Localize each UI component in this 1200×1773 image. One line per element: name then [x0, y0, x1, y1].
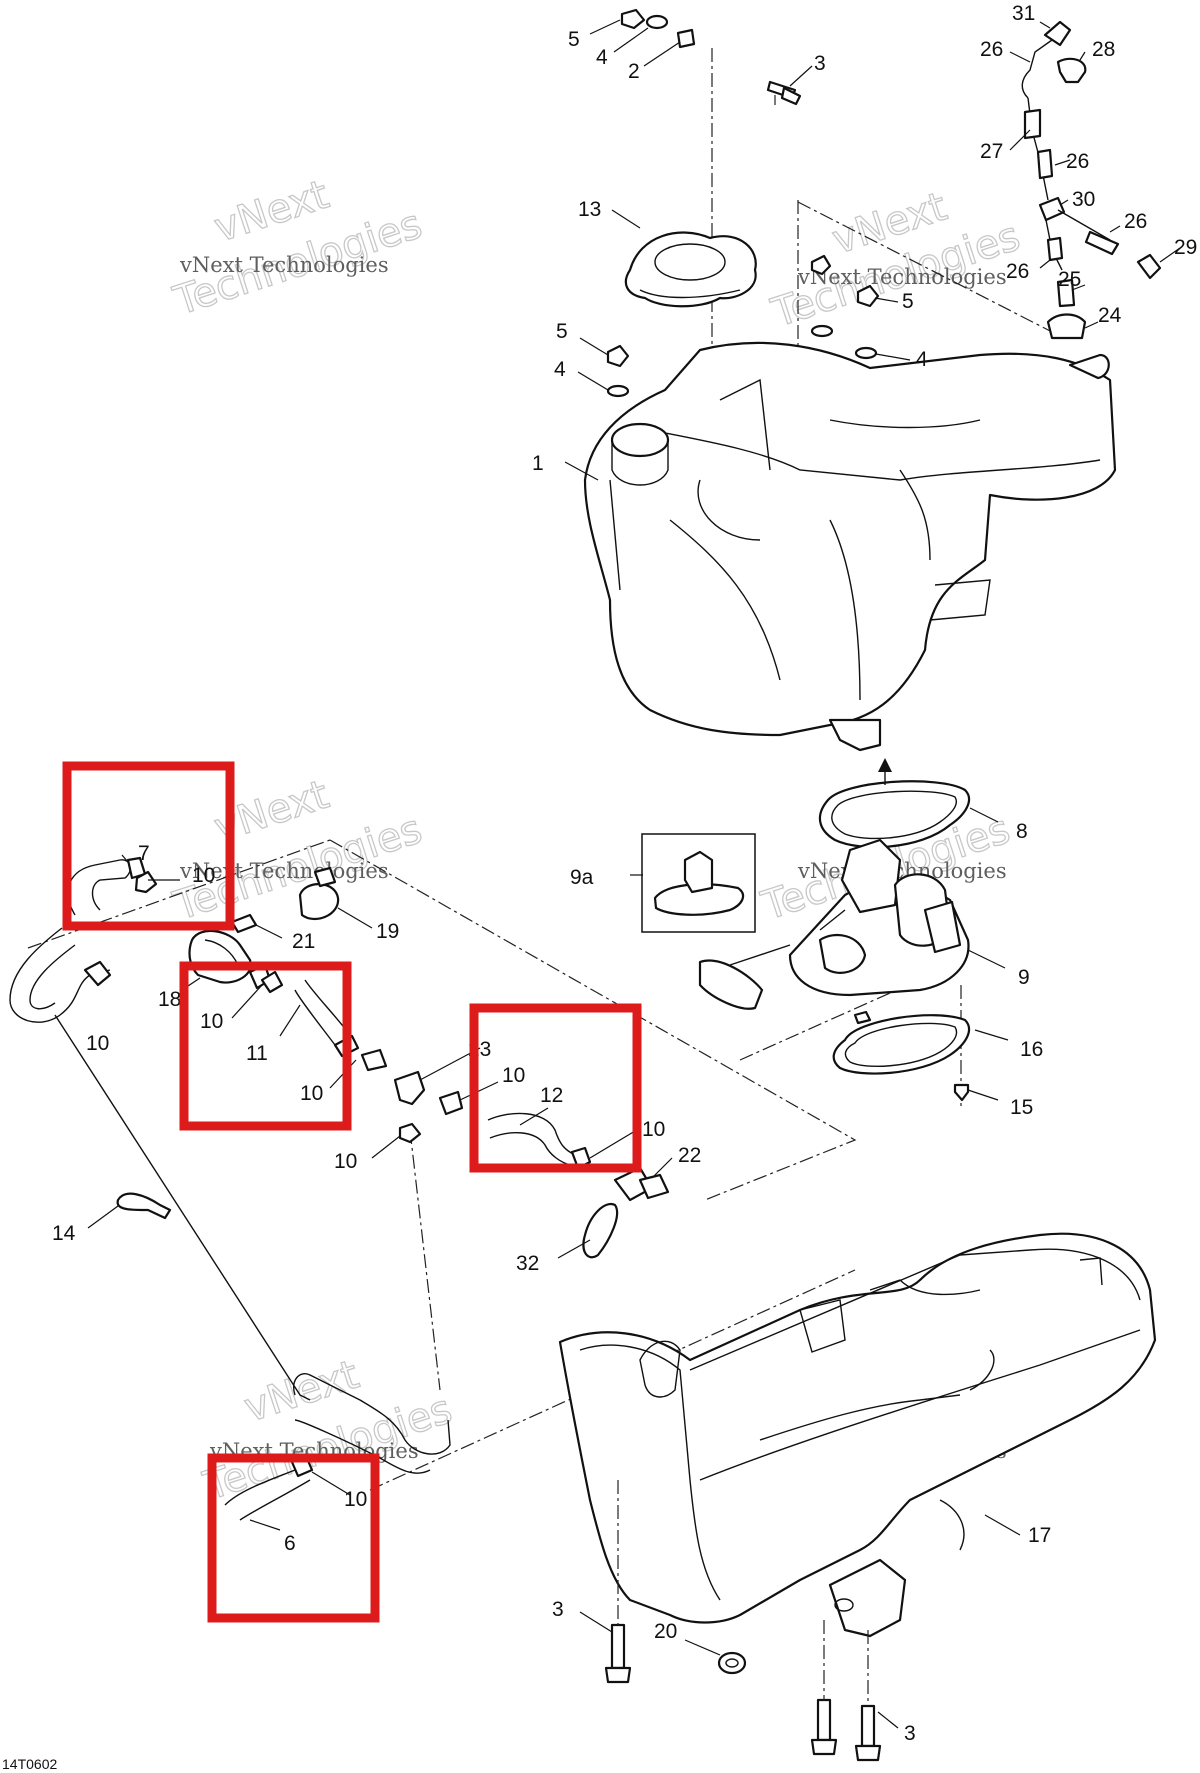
highlight-box-hose-11: [179, 961, 352, 1131]
hose-6: [293, 1373, 451, 1474]
bolt-21: [230, 913, 258, 934]
callout-18: 18: [158, 988, 181, 1011]
fuel-pump-assembly: [641, 758, 971, 1102]
callout-10: 10: [192, 864, 215, 887]
clamp-19: [298, 883, 340, 921]
bolt-3-bottom-left: [610, 1623, 626, 1670]
callout-19: 19: [376, 920, 399, 943]
nut-5: [620, 8, 646, 30]
grommet-24: [1046, 313, 1087, 340]
washer-4: [645, 14, 669, 30]
highlight-boxes: [62, 761, 642, 1623]
highlight-box-hose-6: [207, 1453, 380, 1623]
callout-4: 4: [554, 358, 566, 381]
highlight-box-hose-12: [469, 1003, 642, 1173]
gasket-16: [832, 1014, 971, 1075]
callout-26: 26: [980, 38, 1003, 61]
callout-21: 21: [292, 930, 315, 953]
callout-5: 5: [902, 290, 914, 313]
watermark-text: vNext Technologies: [797, 265, 1007, 289]
callout-29: 29: [1174, 236, 1197, 259]
vent-fitting-31: [1043, 20, 1072, 47]
callout-26: 26: [1066, 150, 1089, 173]
callout-5: 5: [568, 28, 580, 51]
callout-16: 16: [1020, 1038, 1043, 1061]
watermark-text: vNext Technologies: [179, 859, 389, 883]
watermark-2: vNext Technologies vNext Technologies: [765, 183, 1026, 337]
callout-5: 5: [556, 320, 568, 343]
callout-3: 3: [814, 52, 826, 75]
callout-30: 30: [1072, 188, 1095, 211]
callout-27: 27: [980, 140, 1003, 163]
fuel-tank: [583, 341, 1117, 737]
callout-7: 7: [138, 842, 150, 865]
grommet-20: [717, 1651, 747, 1675]
cable-tie-14: [116, 1192, 172, 1220]
callout-8: 8: [1016, 820, 1028, 843]
watermark-1: vNext Technologies vNext Technologies: [167, 171, 428, 325]
callout-25: 25: [1058, 268, 1081, 291]
callout-28: 28: [1092, 38, 1115, 61]
highlight-box-hose-7: [62, 761, 235, 931]
callout-10: 10: [200, 1010, 223, 1033]
callout-4: 4: [596, 46, 608, 69]
callout-14: 14: [52, 1222, 76, 1245]
watermark-3: vNext Technologies vNext Technologies: [167, 771, 428, 930]
fuel-hoses: [9, 856, 670, 1521]
callout-6: 6: [284, 1532, 296, 1555]
tee-23: [393, 1070, 426, 1106]
watermark-5: vNext Technologies vNext Technologies: [197, 1351, 458, 1510]
watermark-text: vNext Technologies: [179, 253, 389, 277]
callout-10: 10: [642, 1118, 665, 1141]
callout-26: 26: [1006, 260, 1029, 283]
callout-10: 10: [300, 1082, 323, 1105]
callout-10: 10: [344, 1488, 367, 1511]
callout-26: 26: [1124, 210, 1147, 233]
callout-20: 20: [654, 1620, 677, 1643]
callout-3: 3: [904, 1722, 916, 1745]
callout-3: 3: [552, 1598, 564, 1621]
fuel-tank-assembly: [583, 231, 1117, 752]
callout-15: 15: [1010, 1096, 1033, 1119]
screw-15: [953, 1083, 970, 1102]
callout-10: 10: [334, 1150, 357, 1173]
callout-24: 24: [1098, 304, 1122, 327]
bushing-2: [676, 28, 696, 49]
fuel-filter-18: [188, 929, 252, 984]
callout-32: 32: [516, 1252, 539, 1275]
tee-27: [1023, 108, 1042, 140]
callout-2: 2: [628, 60, 640, 83]
valve-29: [1136, 253, 1162, 280]
callout-10: 10: [502, 1064, 525, 1087]
gasket-8: [818, 780, 971, 849]
callout-12: 12: [540, 1084, 563, 1107]
fitting-25: [1056, 278, 1076, 308]
callout-11: 11: [246, 1042, 268, 1065]
callout-4: 4: [916, 348, 928, 371]
leader-lines: [87, 19, 1181, 1729]
tank-support-assembly: [558, 1232, 1157, 1762]
callout-labels: 5 4 2 3 31 26 28 27 26 30 26 29 26 25 24…: [52, 2, 1197, 1745]
hose-11: [294, 979, 351, 1046]
callout-31: 31: [1012, 2, 1035, 25]
callout-10: 10: [86, 1032, 109, 1055]
hose-7: [67, 859, 132, 916]
callout-17: 17: [1028, 1524, 1051, 1547]
tank-support-17: [558, 1232, 1157, 1624]
callout-9: 9: [1018, 966, 1030, 989]
figure-code: 14T0602: [2, 1756, 57, 1772]
callout-13: 13: [578, 198, 601, 221]
hose-12: [487, 1112, 576, 1166]
callout-22: 22: [678, 1144, 701, 1167]
grommet-28: [1056, 57, 1087, 84]
callout-1: 1: [532, 452, 544, 475]
fuel-cap: [624, 231, 757, 308]
clip-32: [582, 1202, 619, 1259]
connector-30: [1038, 196, 1066, 222]
callout-9a: 9a: [570, 866, 594, 889]
